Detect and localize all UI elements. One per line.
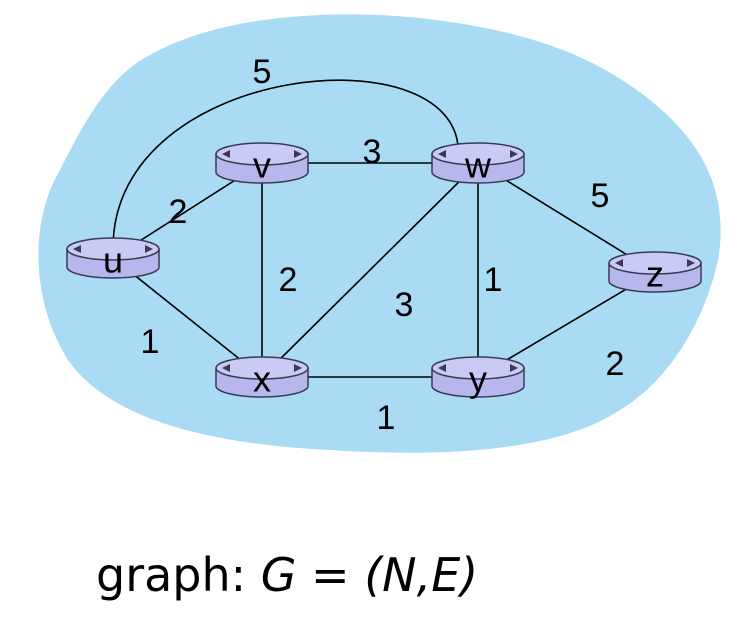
router-icon xyxy=(215,142,309,184)
network-cloud xyxy=(38,14,721,453)
edge-weight-u-w: 5 xyxy=(253,53,272,91)
router-label-v: v xyxy=(253,145,271,186)
edge-weight-w-z: 5 xyxy=(591,177,610,215)
edge-weight-y-z: 2 xyxy=(606,345,625,383)
edge-u-x xyxy=(112,257,263,378)
router-icon xyxy=(215,356,309,398)
router-label-y: y xyxy=(469,359,487,400)
router-y: y xyxy=(431,356,525,400)
router-label-x: x xyxy=(253,359,271,400)
edge-weight-u-x: 1 xyxy=(141,323,160,361)
router-icon xyxy=(431,356,525,398)
edge-weight-v-x: 2 xyxy=(279,261,298,299)
router-label-w: w xyxy=(464,145,492,186)
router-z: z xyxy=(608,251,702,295)
edge-weight-w-y: 1 xyxy=(484,261,503,299)
nodes-layer: u v w x y z xyxy=(66,142,702,400)
router-icon xyxy=(608,251,702,293)
caption-prefix: graph: xyxy=(96,548,261,602)
edge-u-w xyxy=(112,79,459,249)
graph-caption: graph: G = (N,E) xyxy=(96,548,478,602)
router-label-u: u xyxy=(103,240,123,281)
weights-layer: 5 3 2 5 2 1 3 1 2 1 xyxy=(141,53,625,437)
router-icon xyxy=(431,142,525,184)
router-v: v xyxy=(215,142,309,186)
network-graph: 5 3 2 5 2 1 3 1 2 1 u v w x y z xyxy=(38,14,721,453)
router-x: x xyxy=(215,356,309,400)
edge-weight-x-y: 1 xyxy=(377,399,396,437)
edge-x-w xyxy=(261,162,479,378)
edge-weight-v-w: 3 xyxy=(363,133,382,171)
router-u: u xyxy=(66,237,160,281)
edge-weight-x-w: 3 xyxy=(395,286,414,324)
caption-math: G = (N,E) xyxy=(260,548,479,602)
router-w: w xyxy=(431,142,525,186)
router-icon xyxy=(66,237,160,279)
router-label-z: z xyxy=(646,254,664,295)
edge-weight-u-v: 2 xyxy=(169,193,188,231)
